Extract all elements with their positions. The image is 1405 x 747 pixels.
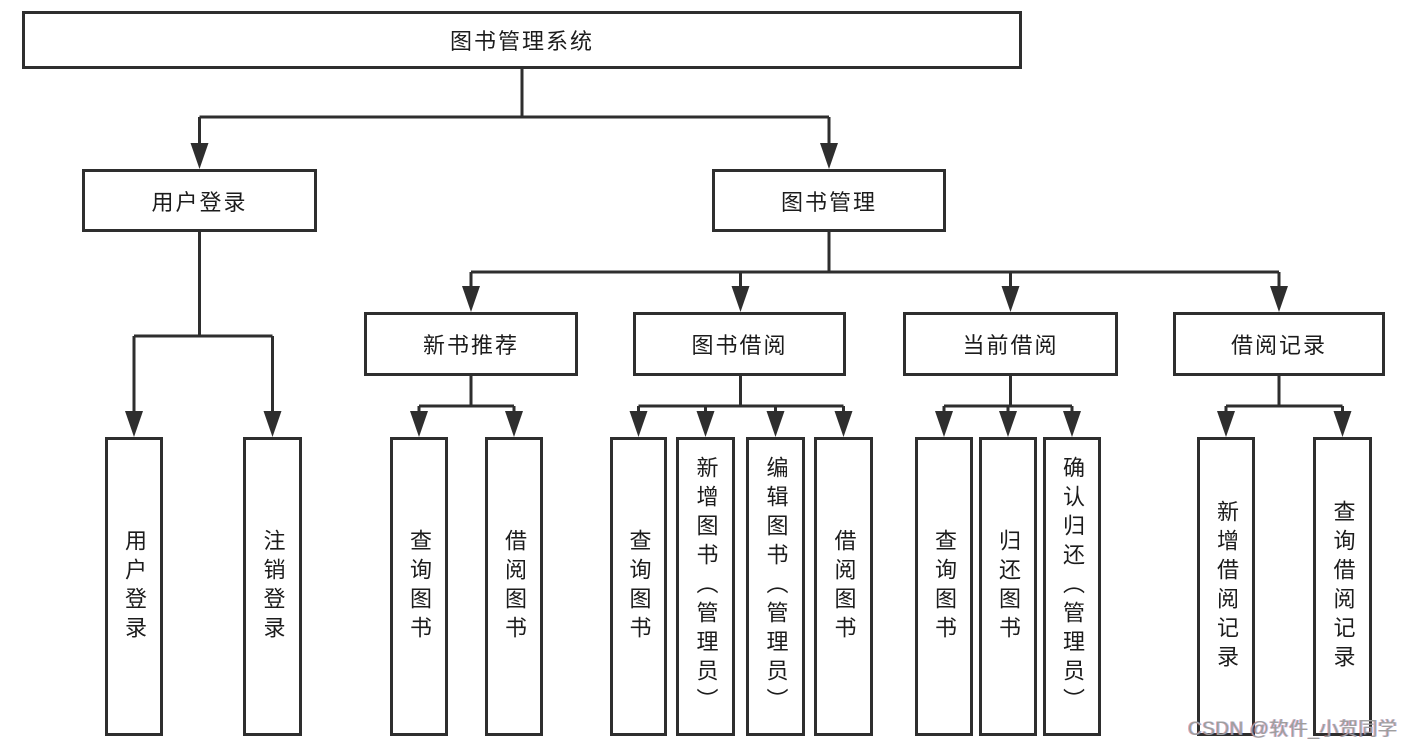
- leaf-add-books-admin: 新增图书（管理员）: [676, 437, 735, 736]
- node-label: 查询图书: [932, 528, 957, 645]
- node-label: 用户登录: [122, 528, 147, 645]
- arrow-down-icon: [696, 411, 715, 437]
- node-book-management: 图书管理: [712, 169, 946, 232]
- arrow-down-icon: [190, 143, 209, 169]
- node-label: 归还图书: [996, 528, 1021, 645]
- node-label: 当前借阅: [962, 333, 1059, 358]
- node-label: 编辑图书（管理员）: [763, 456, 789, 717]
- connector-bookborrow-to-leaves: [629, 376, 853, 437]
- arrow-down-icon: [834, 411, 853, 437]
- connector-bookmgmt-to-level3: [462, 232, 1288, 312]
- arrow-down-icon: [1063, 411, 1081, 437]
- leaf-logout: 注销登录: [243, 437, 302, 736]
- node-label: 用户登录: [151, 189, 248, 215]
- node-new-book-recommend: 新书推荐: [364, 312, 578, 376]
- arrow-down-icon: [263, 411, 282, 437]
- leaf-query-books-borrowing: 查询图书: [610, 437, 667, 736]
- node-label: 注销登录: [260, 528, 286, 645]
- leaf-query-books-recommend: 查询图书: [390, 437, 448, 736]
- node-label: 查询借阅记录: [1330, 499, 1356, 674]
- node-label: 借阅记录: [1230, 333, 1327, 358]
- arrow-down-icon: [820, 143, 838, 169]
- arrow-down-icon: [1001, 286, 1020, 312]
- node-current-borrowing: 当前借阅: [903, 312, 1118, 376]
- leaf-return-books: 归还图书: [979, 437, 1037, 736]
- node-label: 新增图书（管理员）: [693, 456, 719, 717]
- csdn-watermark: CSDN @软件_小贺同学: [1188, 719, 1398, 740]
- node-borrowing-records: 借阅记录: [1173, 312, 1385, 376]
- arrow-down-icon: [1217, 411, 1235, 437]
- node-label: 借阅图书: [831, 528, 857, 645]
- arrow-down-icon: [462, 286, 480, 312]
- node-book-borrowing: 图书借阅: [633, 312, 846, 376]
- connector-curborrow-to-leaves: [935, 376, 1081, 437]
- arrow-down-icon: [1270, 286, 1288, 312]
- node-root-library-system: 图书管理系统: [22, 11, 1022, 69]
- leaf-borrow-books: 借阅图书: [814, 437, 873, 736]
- arrow-down-icon: [731, 286, 750, 312]
- leaf-user-login: 用户登录: [105, 437, 163, 736]
- node-label: 查询图书: [626, 528, 652, 645]
- leaf-add-borrow-record: 新增借阅记录: [1197, 437, 1255, 736]
- node-label: 图书管理: [780, 189, 877, 215]
- leaf-borrow-books-recommend: 借阅图书: [485, 437, 543, 736]
- leaf-confirm-return-admin: 确认归还（管理员）: [1043, 437, 1101, 736]
- node-label: 图书管理系统: [449, 29, 594, 54]
- node-label: 新增借阅记录: [1214, 499, 1239, 674]
- node-label: 图书借阅: [691, 333, 788, 358]
- arrow-down-icon: [125, 411, 143, 437]
- arrow-down-icon: [935, 411, 953, 437]
- arrow-down-icon: [410, 411, 428, 437]
- node-label: 借阅图书: [502, 528, 527, 645]
- node-label: 查询图书: [407, 528, 432, 645]
- node-label: 确认归还（管理员）: [1060, 456, 1085, 717]
- leaf-query-books-current: 查询图书: [915, 437, 973, 736]
- node-label: 新书推荐: [422, 333, 519, 358]
- leaf-edit-books-admin: 编辑图书（管理员）: [746, 437, 805, 736]
- arrow-down-icon: [629, 411, 648, 437]
- connector-root-to-level2: [190, 69, 838, 169]
- arrow-down-icon: [999, 411, 1017, 437]
- connector-userlogin-to-leaves: [125, 232, 282, 437]
- arrow-down-icon: [505, 411, 523, 437]
- arrow-down-icon: [1333, 411, 1352, 437]
- connector-record-to-leaves: [1217, 376, 1352, 437]
- arrow-down-icon: [766, 411, 785, 437]
- node-user-login: 用户登录: [82, 169, 317, 232]
- leaf-query-borrow-record: 查询借阅记录: [1313, 437, 1372, 736]
- connector-newbook-to-leaves: [410, 376, 523, 437]
